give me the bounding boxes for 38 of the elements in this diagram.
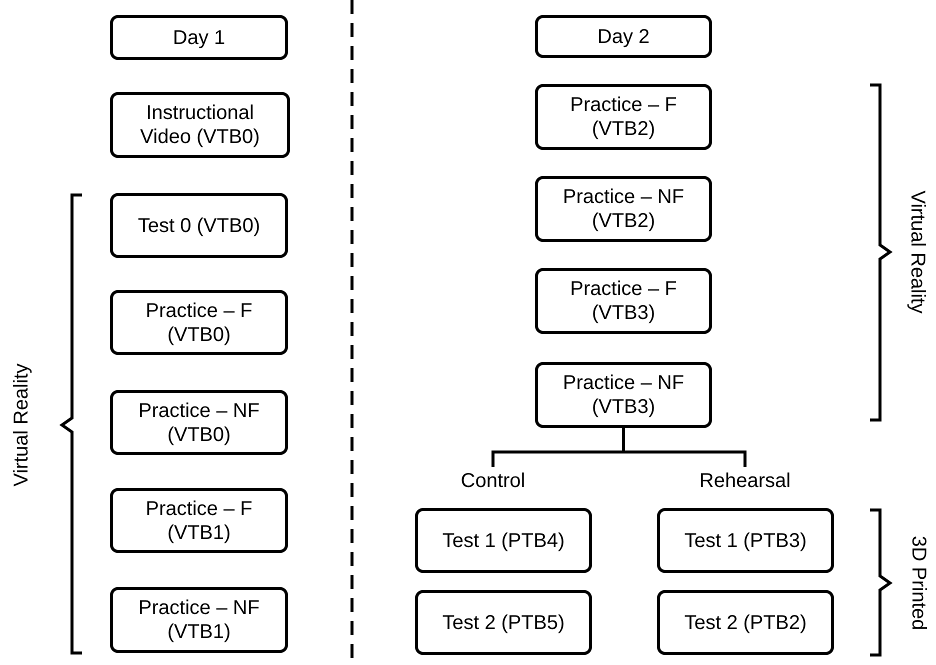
step-box (110, 587, 288, 653)
step-box (110, 290, 288, 355)
step-box (535, 176, 712, 242)
step-label: Practice – NF (VTB2) (562, 185, 686, 233)
step-label: Practice – F (VTB3) (569, 277, 678, 325)
step-box (110, 92, 290, 158)
step-label: Day 1 (172, 26, 226, 50)
step-box (110, 488, 288, 553)
step-box (110, 193, 288, 258)
step-label: Test 2 (PTB2) (684, 610, 807, 634)
step-box (110, 390, 288, 455)
step-box (657, 590, 834, 655)
step-label: Test 1 (PTB3) (684, 528, 807, 552)
step-box (535, 84, 712, 150)
group-label: Rehearsal (699, 469, 791, 493)
step-box (657, 508, 834, 573)
step-box (535, 15, 712, 58)
group-label: Control (460, 469, 526, 493)
step-label: Test 1 (PTB4) (442, 528, 565, 552)
step-label: Test 2 (PTB5) (442, 610, 565, 634)
group-label: Virtual Reality (906, 190, 930, 314)
step-box (535, 268, 712, 334)
step-box (415, 590, 592, 655)
group-label: 3D Printed (906, 536, 930, 630)
step-label: Practice – NF (VTB0) (137, 398, 261, 446)
step-label: Practice – NF (VTB1) (137, 596, 261, 644)
branch-line (622, 428, 746, 467)
step-label: Practice – NF (VTB3) (562, 371, 686, 419)
step-label: Day 2 (597, 24, 650, 48)
step-label: Practice – F (VTB0) (144, 298, 254, 346)
step-label: Test 0 (VTB0) (138, 214, 260, 238)
group-label: Virtual Reality (10, 363, 34, 487)
step-label: Instructional Video (VTB0) (139, 101, 261, 149)
step-box (535, 362, 712, 428)
step-label: Practice – F (VTB1) (144, 496, 254, 544)
step-box (110, 15, 288, 60)
step-box (415, 508, 592, 573)
step-label: Practice – F (VTB2) (569, 93, 678, 141)
